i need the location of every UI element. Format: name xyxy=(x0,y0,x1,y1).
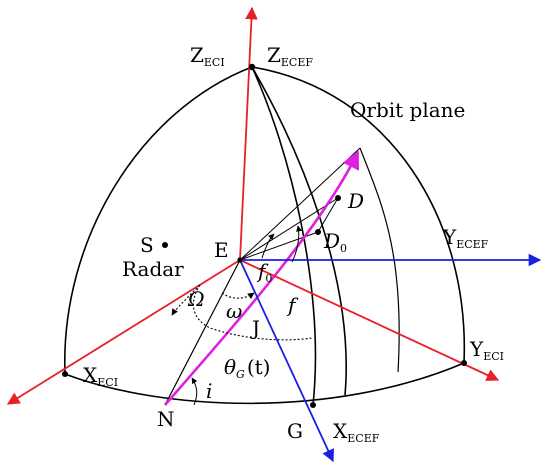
label-d: D xyxy=(347,189,364,213)
z-eci-axis xyxy=(239,6,258,261)
label-y-ecef: YECEF xyxy=(442,225,489,251)
label-n: N xyxy=(157,407,175,431)
sphere-left-meridian xyxy=(64,66,253,375)
label-f: f xyxy=(286,293,299,317)
angle-f0 xyxy=(261,233,275,259)
point-x-eci xyxy=(62,371,68,377)
label-x-ecef: XECEF xyxy=(333,419,380,445)
meridian-g xyxy=(251,66,317,406)
label-z-ecef: ZECEF xyxy=(267,43,313,69)
angle-omega-small xyxy=(221,292,255,300)
label-x-eci: XECI xyxy=(83,363,118,389)
label-d0: D0 xyxy=(323,229,347,255)
meridian-x-ecef xyxy=(251,66,347,396)
x-ecef-axis xyxy=(239,259,334,463)
point-g xyxy=(310,402,316,408)
label-theta-g: θG(t) xyxy=(224,355,271,381)
x-eci-axis xyxy=(6,259,241,405)
equator-arc xyxy=(64,362,465,405)
label-g: G xyxy=(287,419,303,443)
line-d-d0 xyxy=(317,197,339,233)
point-e xyxy=(237,257,243,263)
label-s: S xyxy=(140,233,154,257)
point-d0 xyxy=(315,229,321,235)
label-e: E xyxy=(214,238,229,262)
label-y-eci: YECI xyxy=(469,337,504,363)
point-z xyxy=(248,63,256,71)
orbit-path xyxy=(164,150,360,406)
line-e-d xyxy=(239,197,339,261)
line-e-n xyxy=(164,259,241,406)
angle-i xyxy=(191,377,198,406)
label-f0: f0 xyxy=(256,259,272,285)
label-j: J xyxy=(250,316,260,340)
orbit-plane-edge xyxy=(359,147,400,373)
sphere-right-meridian xyxy=(251,66,466,364)
label-omega-small: ω xyxy=(226,299,242,323)
point-y-eci xyxy=(461,360,467,366)
angle-f xyxy=(291,225,302,263)
label-i: i xyxy=(206,379,212,403)
angle-omega-cap xyxy=(192,284,313,341)
point-d xyxy=(335,195,341,201)
y-eci-axis xyxy=(239,259,500,381)
label-radar: Radar xyxy=(122,257,184,281)
label-orbit-plane: Orbit plane xyxy=(350,98,465,122)
angle-omega-cap-left xyxy=(171,284,201,316)
point-s xyxy=(162,242,168,248)
label-z-eci: ZECI xyxy=(190,43,225,69)
label-omega-cap: Ω xyxy=(187,287,205,311)
line-e-orbit-corner xyxy=(239,147,361,261)
